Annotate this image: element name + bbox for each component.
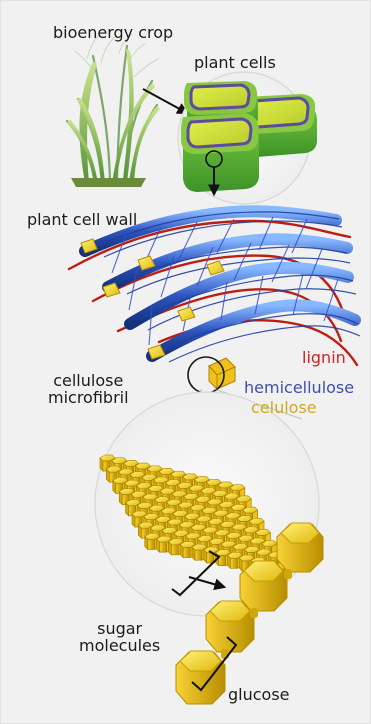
cellulose-microfibril-line1: cellulose [48, 372, 129, 389]
cellulose-microfibril-label: cellulose microfibril [48, 372, 129, 407]
bioenergy-crop-label: bioenergy crop [53, 24, 173, 41]
cellulose-microfibril-line2: microfibril [48, 389, 129, 406]
sugar-molecules-label: sugar molecules [79, 620, 160, 655]
celulose-label: celulose [251, 399, 317, 416]
glucose-label: glucose [228, 686, 290, 703]
sugar-molecules-line2: molecules [79, 637, 160, 654]
crop-to-cells-arrow [143, 89, 187, 113]
plant-cells-label: plant cells [194, 54, 276, 71]
hemicellulose-label: hemicellulose [244, 379, 354, 396]
bioenergy-crop-illustration [67, 34, 160, 187]
plant-cells-zoom-circle [178, 72, 317, 204]
lignin-label: lignin [302, 349, 346, 366]
plant-cell-wall-label: plant cell wall [27, 211, 137, 228]
sugar-molecules-line1: sugar [79, 620, 160, 637]
